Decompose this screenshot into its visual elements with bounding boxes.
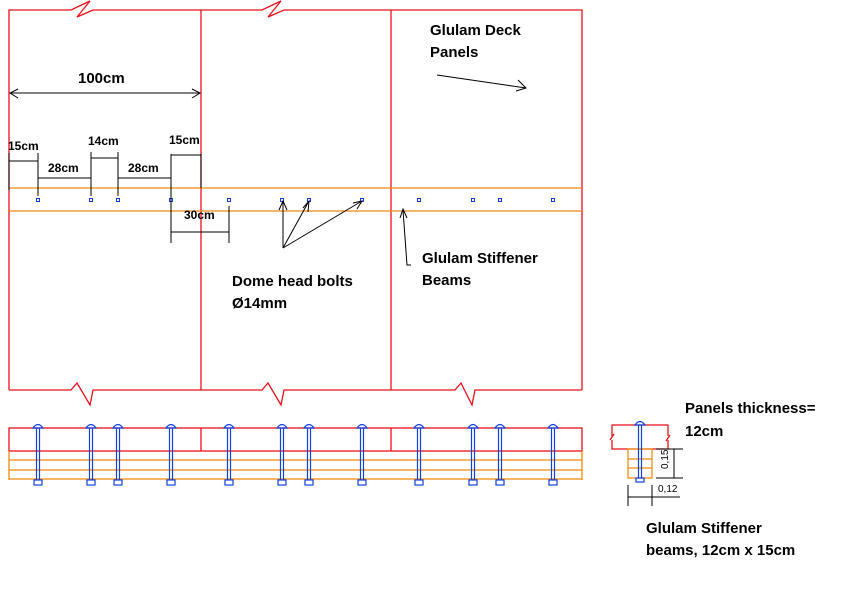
bolt-plan-9 xyxy=(417,198,421,202)
deck-panels-outline xyxy=(8,0,583,407)
beam-label-line2: beams, 12cm x 15cm xyxy=(646,542,795,559)
detail-beam xyxy=(627,448,653,479)
bolt-label-line1: Dome head bolts xyxy=(232,273,353,290)
dim-label-gap-b: 28cm xyxy=(128,161,159,175)
dim-label-edge-left: 15cm xyxy=(8,139,39,153)
leader-arrows xyxy=(278,74,527,266)
dim-label-across-joint: 30cm xyxy=(184,208,215,222)
elevation-bolts xyxy=(31,423,560,486)
panel-label-line1: Glulam Deck xyxy=(430,22,522,39)
stiffener-label-line2: Beams xyxy=(422,272,471,289)
stiffener-leader xyxy=(402,209,411,266)
detail-height-dim: 0,15 xyxy=(660,449,671,469)
dim-label-gap-a: 28cm xyxy=(48,161,79,175)
stiffener-label-line1: Glulam Stiffener xyxy=(422,250,538,267)
bolt-plan-5 xyxy=(227,198,231,202)
plan-view: Glulam Deck Panels 100cm 15cm 28cm 14cm … xyxy=(8,0,583,407)
bolt-plan-2 xyxy=(89,198,93,202)
bolt-elevation-12 xyxy=(546,423,560,486)
bolt-elevation-11 xyxy=(493,423,507,486)
dimensions xyxy=(8,88,230,243)
elevation-view xyxy=(8,423,583,486)
beam-label-line1: Glulam Stiffener xyxy=(646,520,762,537)
bolt-plan-1 xyxy=(36,198,40,202)
bolt-elevation-6 xyxy=(275,423,289,486)
dim-label-100cm: 100cm xyxy=(78,70,125,87)
dim-arrow-right xyxy=(191,88,202,99)
panel-label-line2: Panels xyxy=(430,44,478,61)
bolt-elevation-1 xyxy=(31,423,45,486)
detail-width-dim: 0,12 xyxy=(658,484,678,495)
section-detail: 0,15 0,12 Panels thickness= 12cm Glulam … xyxy=(609,400,816,559)
bolt-elevation-7 xyxy=(302,423,316,486)
detail-bolt xyxy=(633,420,647,483)
dim-arrow-left xyxy=(8,88,19,99)
stiffener-beam-elevation xyxy=(8,451,583,480)
bolt-plan-11 xyxy=(498,198,502,202)
dim-label-edge-right: 15cm xyxy=(169,133,200,147)
bolt-elevation-8 xyxy=(355,423,369,486)
deck-panel-elevation xyxy=(8,427,583,452)
detail-dimensions xyxy=(627,448,683,506)
bolt-leader-3 xyxy=(282,200,363,249)
bolt-plan-3 xyxy=(116,198,120,202)
dim-label-pair: 14cm xyxy=(88,134,119,148)
bolt-plan-12 xyxy=(551,198,555,202)
bolt-leader-2 xyxy=(282,200,310,249)
bolt-plan-10 xyxy=(471,198,475,202)
plan-bolts xyxy=(36,198,555,202)
thickness-label-line1: Panels thickness= xyxy=(685,400,816,417)
bolt-elevation-10 xyxy=(466,423,480,486)
thickness-label-line2: 12cm xyxy=(685,423,723,440)
bolt-elevation-9 xyxy=(412,423,426,486)
bolt-elevation-2 xyxy=(84,423,98,486)
bolt-plan-6 xyxy=(280,198,284,202)
panel-leader xyxy=(436,74,527,89)
bolt-elevation-5 xyxy=(222,423,236,486)
detail-panel xyxy=(609,424,671,450)
bolt-elevation-4 xyxy=(164,423,178,486)
stiffener-beam-plan xyxy=(9,187,582,212)
bolt-elevation-3 xyxy=(111,423,125,486)
bolt-label-line2: Ø14mm xyxy=(232,295,287,312)
